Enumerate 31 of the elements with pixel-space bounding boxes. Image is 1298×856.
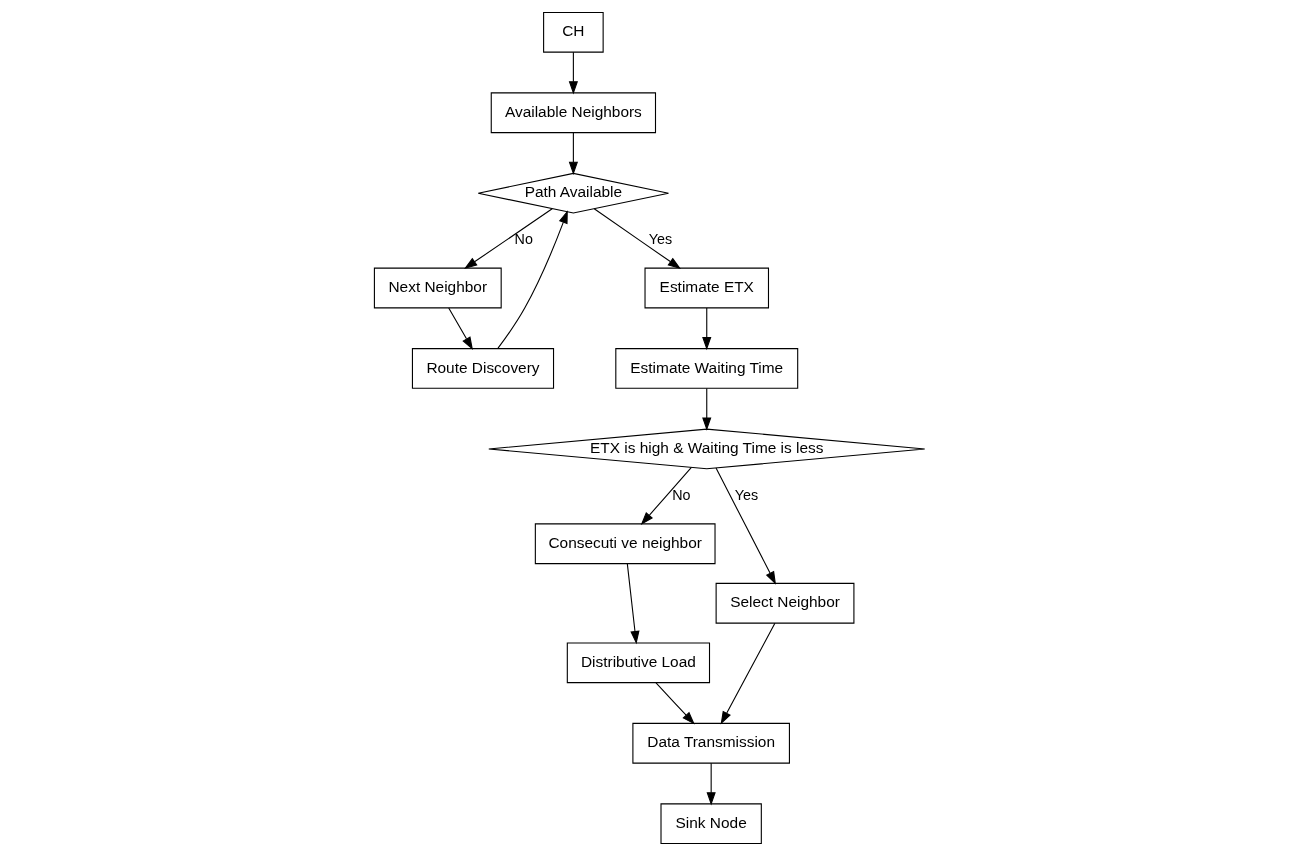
arrow xyxy=(496,210,568,349)
arrow xyxy=(568,51,578,95)
arrow xyxy=(701,387,711,431)
arrow xyxy=(655,682,695,725)
node-box: Consecuti ve neighbor xyxy=(534,523,716,565)
arrow xyxy=(626,563,640,645)
arrow xyxy=(463,208,553,269)
arrow xyxy=(593,208,681,269)
node-diamond: ETX is high & Waiting Time is less xyxy=(487,428,925,470)
arrow xyxy=(640,466,692,525)
node-diamond: Path Available xyxy=(477,172,669,214)
node-box: Estimate ETX xyxy=(643,267,769,309)
node-box: Distributive Load xyxy=(566,642,710,684)
edge-label: No xyxy=(671,487,691,504)
edge-label: Yes xyxy=(734,487,758,504)
node-box: Data Transmission xyxy=(631,722,790,764)
arrow xyxy=(720,622,775,725)
node-box: Estimate Waiting Time xyxy=(614,348,798,389)
node-box: Next Neighbor xyxy=(373,267,502,309)
edge-label: Yes xyxy=(648,231,672,248)
node-box: CH xyxy=(542,11,604,53)
arrow xyxy=(447,307,473,351)
edge-label: No xyxy=(514,231,533,248)
arrow xyxy=(715,467,776,585)
arrow xyxy=(706,762,716,806)
node-box: Sink Node xyxy=(659,803,762,845)
arrow xyxy=(701,307,711,351)
arrow xyxy=(568,132,578,175)
node-box: Route Discovery xyxy=(411,348,554,389)
node-box: Select Neighbor xyxy=(715,582,854,624)
node-box: Available Neighbors xyxy=(490,92,656,134)
